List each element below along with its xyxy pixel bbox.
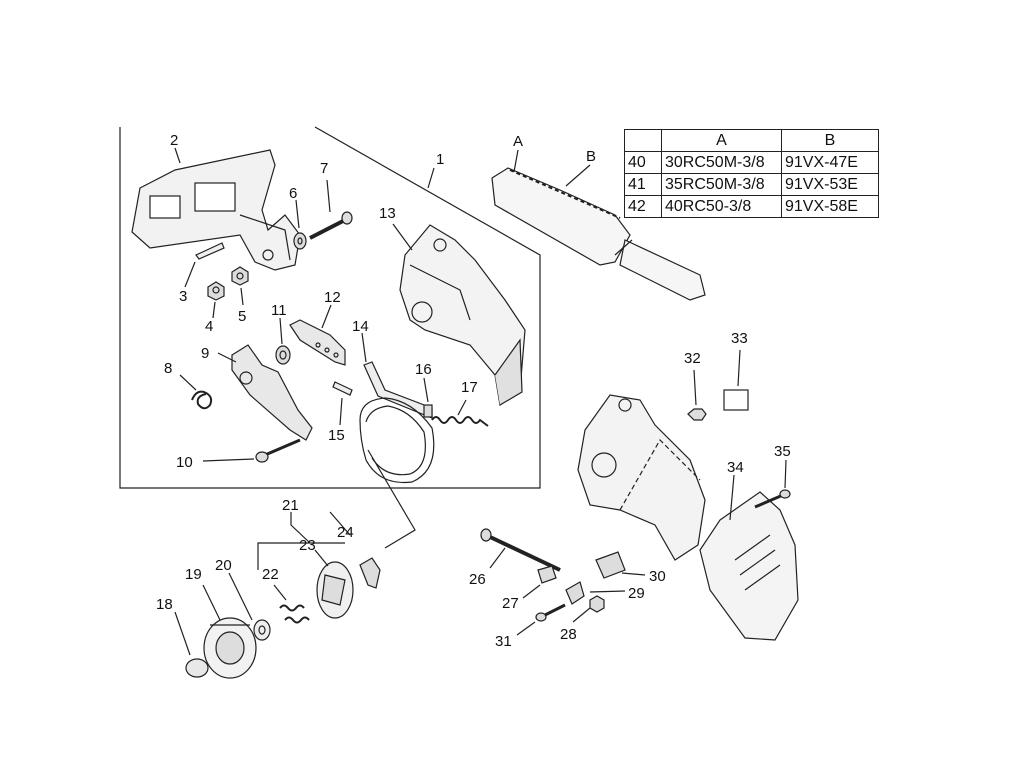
clutch-spring-part [279,604,310,624]
callout-28: 28 [560,626,577,643]
collar-part [275,345,291,365]
table-header-row: A B [624,129,879,152]
table-cell: 40RC50-3/8 [661,195,782,218]
callout-24: 24 [337,524,354,541]
kit-frame [119,126,541,489]
side-plate-part [131,149,301,271]
pin-part [195,242,225,260]
bearing-part [185,658,209,678]
callout-5: 5 [238,308,247,325]
table-cell: 91VX-58E [781,195,879,218]
callout-21: 21 [282,497,299,514]
plate-screw-part [535,603,566,622]
callout-3: 3 [179,288,188,305]
callout-6: 6 [289,185,298,202]
table-row: 40 30RC50M-3/8 91VX-47E [624,151,879,174]
sprocket-cover-part [399,224,526,407]
table-row: 41 35RC50M-3/8 91VX-53E [624,173,879,196]
callout-13: 13 [379,205,396,222]
clutch-drum-part [203,617,257,679]
callout-22: 22 [262,566,279,583]
callout-1: 1 [436,151,445,168]
nut-part [207,281,225,301]
cap-nut-part [687,408,707,421]
table-cell: 35RC50M-3/8 [661,173,782,196]
brake-lever-part [231,344,313,441]
callout-A: A [513,133,524,150]
callout-18: 18 [156,596,173,613]
model-table: A B 40 30RC50M-3/8 91VX-47E 41 35RC50M-3… [624,129,879,218]
washer-clutch-part [253,619,271,641]
bracket-part [423,404,433,418]
brake-spring-part [431,416,489,427]
callout-8: 8 [164,360,173,377]
callout-7: 7 [320,160,329,177]
adjuster-bolt-part [480,528,561,572]
table-cell: 30RC50M-3/8 [661,151,782,174]
callout-23: 23 [299,537,316,554]
callout-10: 10 [176,454,193,471]
table-cell: 42 [624,195,662,218]
brake-pin-part [332,381,353,396]
callout-19: 19 [185,566,202,583]
clutch-housing-part [577,394,706,561]
callout-16: 16 [415,361,432,378]
screw-part [255,438,301,463]
table-cell: 41 [624,173,662,196]
adjuster-nut-part [537,565,557,584]
callout-33: 33 [731,330,748,347]
callout-30: 30 [649,568,666,585]
table-cell: 91VX-53E [781,173,879,196]
guide-bar-part [491,167,706,301]
brake-band-part [359,397,435,484]
washer-part [293,232,307,250]
flange-nut-part [231,266,249,286]
callout-11: 11 [271,302,287,319]
callout-26: 26 [469,571,486,588]
callout-32: 32 [684,350,701,367]
callout-2: 2 [170,132,179,149]
saw-chain-part [509,169,621,219]
brake-link-part [289,319,346,366]
cover-bolt-part [754,489,791,509]
callout-27: 27 [502,595,519,612]
callout-31: 31 [495,633,512,650]
label-part [723,389,749,411]
clutch-shoe-part [316,561,354,619]
bolt-part [309,211,353,240]
spring-part [191,390,213,410]
callout-35: 35 [774,443,791,460]
adjuster-plate-part [565,581,585,605]
table-cell: 91VX-47E [781,151,879,174]
table-header-a: A [661,129,782,152]
callout-20: 20 [215,557,232,574]
callout-15: 15 [328,427,345,444]
clutch-lever-part [359,557,381,589]
table-cell: 40 [624,151,662,174]
callout-12: 12 [324,289,341,306]
adjuster-collar-part [595,551,626,579]
callout-9: 9 [201,345,210,362]
side-cover-part [699,491,799,641]
callout-34: 34 [727,459,744,476]
table-header-b: B [781,129,879,152]
plate-nut-part [589,595,605,613]
callout-4: 4 [205,318,214,335]
callout-14: 14 [352,318,369,335]
callout-B: B [586,148,597,165]
table-row: 42 40RC50-3/8 91VX-58E [624,195,879,218]
callout-29: 29 [628,585,645,602]
callout-17: 17 [461,379,478,396]
table-header-blank [624,129,662,152]
